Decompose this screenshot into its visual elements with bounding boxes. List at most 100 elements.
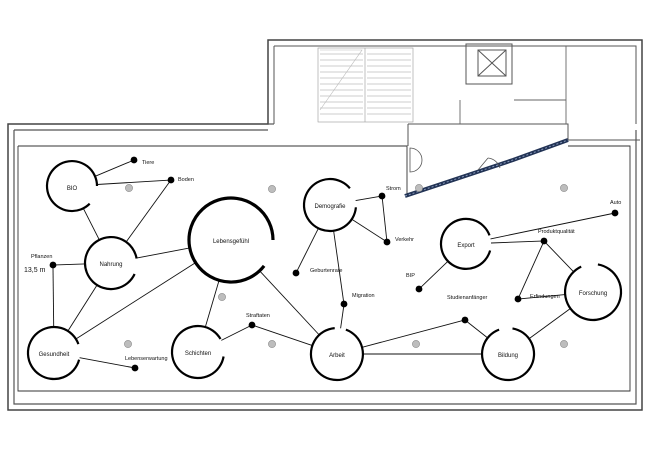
keyword-dot-bip[interactable]: BIP (406, 273, 423, 293)
topic-label-bildung: Bildung (498, 353, 518, 359)
ceiling-marker (560, 340, 568, 348)
topic-label-export: Export (457, 243, 475, 249)
connection-line (55, 263, 86, 266)
keyword-label-auto: Auto (610, 200, 621, 206)
dot-marker (540, 237, 548, 245)
connection-line (67, 284, 98, 332)
keyword-dot-produktqualitaet[interactable]: Produktqualität (538, 229, 575, 245)
building-walls (7, 39, 643, 411)
connection-line (545, 242, 574, 273)
topic-circle-demografie[interactable]: Demografie (302, 177, 357, 233)
keyword-label-lebenserwartung: Lebenserwartung (125, 356, 168, 362)
stairs (317, 47, 414, 123)
connection-line (361, 320, 463, 348)
connection-line (52, 267, 55, 328)
ceiling-marker (412, 340, 420, 348)
connection-line (125, 181, 170, 243)
connection-line (254, 325, 313, 347)
glass-wall (404, 138, 569, 198)
keyword-label-migration: Migration (352, 293, 375, 299)
dot-marker (292, 269, 300, 277)
connection-line (259, 270, 320, 336)
topic-label-demografie: Demografie (314, 204, 346, 210)
topic-circle-gesundheit[interactable]: Gesundheit (26, 325, 81, 381)
connection-line (420, 260, 449, 288)
connection-line (528, 308, 571, 340)
dot-marker (378, 192, 386, 200)
topic-circle-bildung[interactable]: Bildung (480, 327, 536, 382)
dot-marker (611, 209, 619, 217)
circle-outline (480, 327, 536, 382)
keyword-dot-pflanzen[interactable]: Pflanzen (31, 254, 57, 269)
topic-circle-lebensgefuehl[interactable]: Lebensgefühl (187, 196, 275, 284)
topic-circle-bio[interactable]: BIO (45, 160, 99, 213)
circle-outline (309, 327, 364, 382)
dot-marker (383, 238, 391, 246)
connection-line (381, 198, 388, 240)
keyword-dot-erfindungen[interactable]: Erfindungen (514, 294, 560, 303)
circle-outline (83, 236, 138, 291)
keyword-label-bip: BIP (406, 273, 415, 279)
ceiling-marker (415, 184, 423, 192)
connection-line (136, 247, 190, 259)
keyword-label-erfindungen: Erfindungen (530, 294, 560, 300)
dot-marker (49, 261, 57, 269)
ceiling-markers (124, 184, 568, 348)
circle-outline (187, 196, 275, 284)
topic-circle-export[interactable]: Export (439, 217, 492, 270)
topic-circle-forschung[interactable]: Forschung (563, 263, 623, 322)
circle-outline (563, 263, 623, 322)
topic-label-arbeit: Arbeit (329, 353, 345, 359)
dot-marker (167, 176, 175, 184)
keyword-dot-strom[interactable]: Strom (378, 186, 401, 200)
connection-line (96, 179, 169, 185)
keyword-dot-migration[interactable]: Migration (340, 293, 375, 308)
ceiling-marker (560, 184, 568, 192)
keyword-dot-tiere[interactable]: Tiere (130, 156, 155, 166)
keyword-label-tiere: Tiere (142, 160, 154, 166)
connection-line (490, 240, 542, 244)
circle-outline (170, 324, 225, 380)
connection-line (351, 218, 386, 241)
connection-line (82, 208, 100, 241)
keyword-dot-verkehr[interactable]: Verkehr (383, 237, 415, 246)
keyword-label-studienanfaenger: Studienanfänger (447, 295, 488, 301)
ceiling-marker (124, 340, 132, 348)
topic-circle-schichten[interactable]: Schichten (170, 324, 225, 380)
keyword-dot-auto[interactable]: Auto (610, 200, 621, 217)
circle-outline (45, 160, 99, 213)
keyword-label-boden: Boden (178, 177, 194, 183)
connection-line (75, 262, 196, 340)
circle-outline (26, 325, 81, 381)
ceiling-marker (268, 185, 276, 193)
connection-lines (52, 160, 613, 368)
doors (409, 147, 501, 173)
connection-line (79, 357, 133, 368)
topic-label-gesundheit: Gesundheit (39, 352, 70, 358)
topic-circle-nahrung[interactable]: Nahrung (83, 236, 138, 291)
ceiling-marker (268, 340, 276, 348)
ceiling-marker (125, 184, 133, 192)
keyword-dot-lebenserwartung[interactable]: Lebenserwartung (125, 356, 168, 372)
keyword-dot-boden[interactable]: Boden (167, 176, 194, 184)
connection-line (296, 228, 319, 272)
dimension-label: 13,5 m (24, 267, 46, 274)
topic-label-bio: BIO (67, 186, 78, 192)
keyword-dot-studienanfaenger[interactable]: Studienanfänger (447, 295, 488, 324)
topic-label-nahrung: Nahrung (99, 262, 122, 268)
topic-circle-arbeit[interactable]: Arbeit (309, 327, 364, 382)
circle-outline (302, 177, 357, 233)
keyword-dot-geburtenrate[interactable]: Geburtenrate (292, 268, 343, 277)
wing-walls (459, 46, 567, 124)
keyword-dot-straftaten[interactable]: Straftaten (246, 313, 270, 329)
connection-line (520, 294, 566, 300)
connection-line (355, 195, 380, 202)
topic-label-forschung: Forschung (579, 291, 607, 297)
keyword-label-pflanzen: Pflanzen (31, 254, 52, 260)
keyword-label-straftaten: Straftaten (246, 313, 270, 319)
circle-outline (439, 217, 492, 270)
dot-marker (248, 321, 256, 329)
connection-line (340, 306, 345, 329)
